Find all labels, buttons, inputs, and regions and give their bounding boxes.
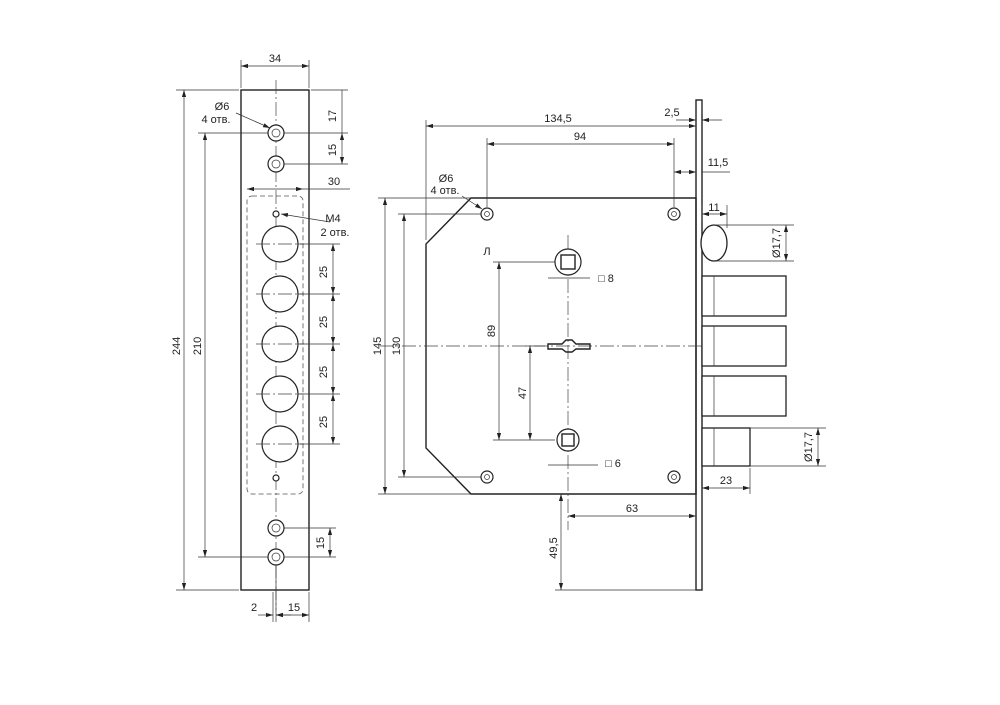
label-side-mark: Л: [483, 246, 490, 258]
label-edge-offset: 2: [251, 602, 257, 614]
thread-hole-top: [272, 210, 280, 218]
label-axis-offset: 15: [288, 602, 300, 614]
dead-bolt-2: [701, 325, 787, 367]
label-case-hole-dia: Ø6: [439, 173, 454, 185]
case-hole-bottom-right: [667, 470, 681, 484]
label-overall-height: 244: [171, 337, 183, 355]
label-faceplate-width: 34: [269, 53, 281, 65]
spindle-top: [554, 248, 582, 276]
label-hole-to-face: 11,5: [708, 157, 729, 169]
dead-bolt-4: [701, 427, 751, 467]
label-hole-span-v: 130: [391, 337, 403, 355]
mount-hole-2: [267, 155, 285, 173]
lock-body-view: 134,5 2,5 94 11,5 Ø6 4 отв. 11 Ø17,7 Л □…: [372, 99, 826, 591]
mount-hole-1-inner: [271, 128, 281, 138]
mount-hole-2-inner: [271, 159, 281, 169]
label-key-offset: 47: [517, 387, 529, 399]
label-square-top: □ 8: [598, 273, 614, 285]
label-bolt-pitch-2: 25: [318, 316, 330, 328]
mount-hole-4-inner: [271, 552, 281, 562]
latch-bolt: [700, 224, 728, 262]
label-hole-spacing-h: 94: [574, 131, 586, 143]
thread-hole-bottom: [272, 474, 280, 482]
label-spindle-to-bottom: 49,5: [548, 537, 560, 558]
label-top-offset: 17: [327, 110, 339, 122]
label-backset-total: 134,5: [544, 113, 572, 125]
case-hole-bottom-left: [480, 470, 494, 484]
spindle-bottom: [556, 428, 580, 452]
bolt-zone-outline: [246, 195, 304, 495]
dead-bolt-3: [701, 375, 787, 417]
label-case-hole-count: 4 отв.: [431, 185, 460, 197]
label-faceplate-hole-count: 4 отв.: [202, 114, 231, 126]
label-backset: 63: [626, 503, 638, 515]
label-thread-count: 2 отв.: [321, 227, 350, 239]
mount-hole-3: [267, 519, 285, 537]
mount-hole-3-inner: [271, 523, 281, 533]
label-top-pitch: 15: [327, 144, 339, 156]
case-hole-top-left: [480, 207, 494, 221]
label-bottom-pitch: 15: [315, 537, 327, 549]
label-latch-dia: Ø17,7: [771, 228, 783, 258]
label-spindle-spacing: 89: [486, 325, 498, 337]
label-bolt-pitch-1: 25: [318, 266, 330, 278]
dead-bolt-1: [701, 275, 787, 317]
mount-hole-1: [267, 124, 285, 142]
label-thread: M4: [325, 213, 340, 225]
key-slot: [547, 339, 591, 353]
lock-faceplate-edge: [695, 99, 703, 591]
case-hole-top-right: [667, 207, 681, 221]
faceplate-view: 34 Ø6 4 отв. 17 15 30 M4 2 отв. 25 25: [171, 53, 350, 622]
label-bolt-dia: Ø17,7: [803, 432, 815, 462]
label-body-height: 145: [372, 337, 384, 355]
label-bolt-zone-width: 30: [328, 176, 340, 188]
label-hole-span: 210: [192, 337, 204, 355]
label-faceplate-hole-dia: Ø6: [215, 101, 230, 113]
label-latch-width: 11: [708, 202, 719, 214]
label-faceplate-thickness: 2,5: [664, 107, 679, 119]
label-square-bottom: □ 6: [605, 458, 621, 470]
label-bolt-pitch-3: 25: [318, 366, 330, 378]
faceplate-outline: [240, 89, 310, 591]
label-bolt-pitch-4: 25: [318, 416, 330, 428]
label-bolt-throw: 23: [720, 475, 732, 487]
mount-hole-4: [267, 548, 285, 566]
